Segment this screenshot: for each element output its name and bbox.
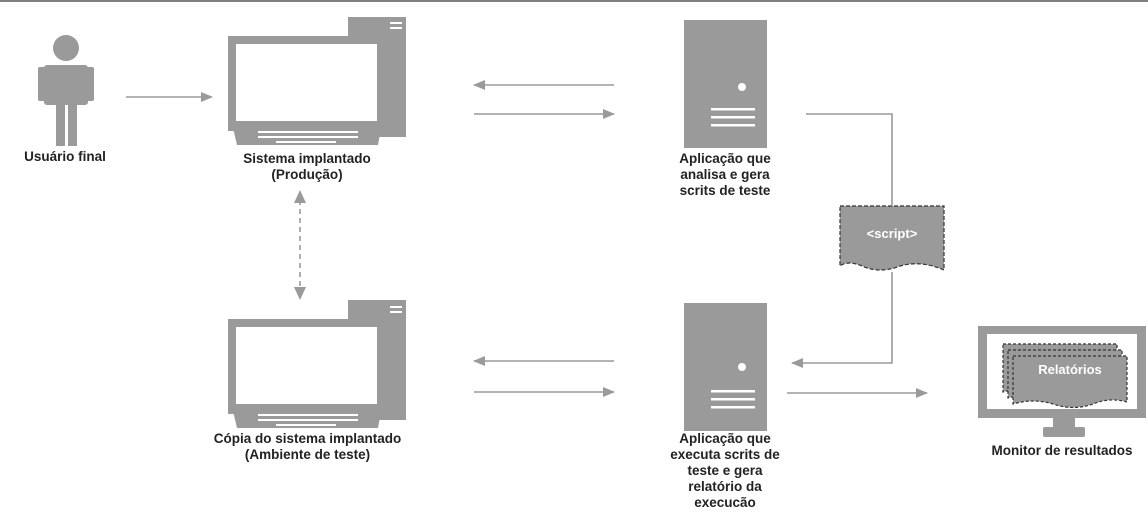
reports-document-icon: Relatórios <box>1002 343 1128 409</box>
production-label: Sistema implantado (Produção) <box>222 151 392 183</box>
executor-label-line1: Aplicação que <box>679 431 771 446</box>
user-icon <box>38 35 94 146</box>
desktop-computer-icon-production <box>228 17 406 145</box>
script-label: <script> <box>867 226 918 241</box>
test-copy-label: Cópia do sistema implantado (Ambiente de… <box>195 431 420 463</box>
user-label-text: Usuário final <box>24 149 106 164</box>
connector-script-to-executor <box>791 272 893 368</box>
analyzer-label-line1: Aplicação que <box>679 151 771 166</box>
monitor-icon: Relatórios <box>978 326 1146 437</box>
server-icon-executor <box>684 303 767 431</box>
connector-analyzer-to-script <box>806 113 893 206</box>
monitor-label-text: Monitor de resultados <box>991 443 1133 458</box>
user-label: Usuário final <box>10 149 120 165</box>
reports-label: Relatórios <box>1038 362 1102 377</box>
executor-label-line2: executa scrits de <box>670 447 780 462</box>
test-copy-label-line1: Cópia do sistema implantado <box>213 431 402 446</box>
analyzer-label-line2: analisa e gera <box>680 167 770 182</box>
test-copy-label-line2: (Ambiente de teste) <box>244 447 371 462</box>
server-icon-analyzer <box>684 20 767 148</box>
executor-label-line4: relatório da <box>688 479 762 494</box>
executor-label-line3: teste e gera <box>687 463 763 478</box>
analyzer-label: Aplicação que analisa e gera scrits de t… <box>645 151 805 199</box>
production-label-line2: (Produção) <box>271 167 343 182</box>
executor-label: Aplicação que executa scrits de teste e … <box>640 431 810 511</box>
monitor-label: Monitor de resultados <box>978 443 1146 459</box>
desktop-computer-icon-test <box>228 300 406 428</box>
executor-label-line5: execucão <box>694 495 756 510</box>
arrow-production-test-sync <box>294 190 306 300</box>
analyzer-label-line3: scrits de teste <box>679 183 771 198</box>
production-label-line1: Sistema implantado <box>243 151 371 166</box>
script-document: <script> <box>839 205 945 271</box>
